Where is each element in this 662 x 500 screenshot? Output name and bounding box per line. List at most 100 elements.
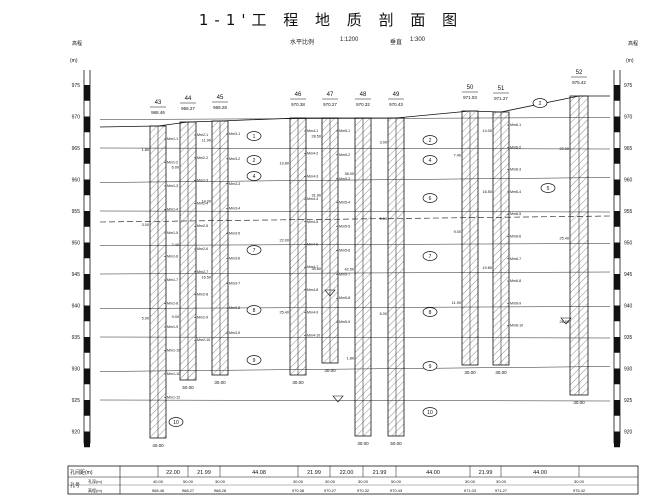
footer-distance-value: 44.00 — [533, 470, 547, 476]
footer-table-border — [67, 465, 639, 495]
ruler-segment — [614, 368, 620, 385]
elevation-tick-label: 965 — [72, 146, 81, 152]
ruler-segment — [614, 400, 620, 416]
borehole-50: 30.00 — [461, 110, 479, 375]
depth-mark-label: 6.00 — [380, 312, 387, 316]
sample-label: Mm1-7 — [167, 278, 178, 282]
ruler-segment — [84, 431, 90, 448]
ruler-segment — [614, 148, 620, 164]
footer-distance-label: 孔间距(m) — [70, 469, 93, 476]
borehole-id-label: 50 — [467, 85, 474, 91]
sample-label: Mm3-9 — [229, 331, 240, 335]
layer-marker-ellipse — [422, 407, 438, 417]
footer-depth-value: 30.00 — [358, 479, 369, 484]
ruler-segment — [84, 337, 90, 353]
borehole-bottom-label: 30.00 — [324, 368, 336, 373]
footer-distance-value: 21.99 — [307, 470, 321, 476]
vertical-scale-value: 1:300 — [410, 37, 426, 43]
sample-label: Mm4-7 — [307, 265, 318, 269]
depth-mark-label: 3.00 — [380, 140, 387, 144]
sample-label: Mm2-6 — [197, 247, 208, 251]
footer-depth-value: 50.00 — [391, 479, 402, 484]
borehole-id-label: 45 — [217, 95, 224, 101]
elevation-tick-label: 935 — [624, 335, 633, 341]
borehole-bottom-label: 30.00 — [495, 370, 507, 375]
sample-label: Mm3-1 — [229, 132, 240, 136]
sample-label: Mm2-10 — [197, 338, 210, 342]
layer-marker-ellipse — [246, 131, 262, 141]
borehole-id-label: 46 — [295, 92, 302, 98]
footer-depth-label: 孔深(m) — [88, 478, 103, 484]
sample-label: Mm2-4 — [197, 201, 208, 205]
layer-marker-ellipse — [422, 251, 438, 261]
footer-elev-value: 970.38 — [292, 488, 305, 493]
sample-label: Mm2-2 — [197, 156, 208, 160]
layer-marker-ellipse — [246, 355, 262, 365]
layer-marker-label: 10 — [173, 420, 179, 426]
borehole-48: 30.00 — [354, 117, 372, 446]
elevation-tick-label: 940 — [72, 304, 81, 310]
borehole-id-label: 47 — [327, 92, 334, 98]
footer-elev-value: 968.46 — [152, 488, 165, 493]
sample-label: Mm1-6 — [167, 255, 178, 259]
elevation-tick-label: 935 — [72, 335, 81, 341]
footer-depth-value: 30.00 — [496, 479, 507, 484]
sample-label: Mm1-4 — [167, 208, 178, 212]
borehole-bottom-label: 30.00 — [292, 380, 304, 385]
elevation-tick-label: 960 — [72, 178, 81, 184]
layer-marker-label: 8 — [253, 308, 256, 314]
layer-marker-label: 5 — [547, 186, 550, 192]
elevation-tick-label: 945 — [72, 272, 81, 278]
elevation-tick-label: 950 — [72, 241, 81, 247]
borehole-bottom-label: 30.00 — [357, 441, 369, 446]
ruler-segment — [614, 85, 620, 101]
sample-label: Mm5-1 — [339, 129, 350, 133]
depth-mark-label: 34.80 — [311, 267, 321, 271]
footer-elev-value: 975.42 — [573, 488, 586, 493]
depth-mark-label: 11.90 — [202, 138, 211, 142]
sample-label: Mm6-4 — [510, 190, 521, 194]
borehole-51: 30.00Mm6-1Mm6-2Mm6-3Mm6-4Mm6-5Mm6-6Mm6-7… — [492, 111, 523, 375]
ruler-segment — [614, 242, 620, 259]
layer-marker-ellipse — [246, 171, 262, 181]
depth-mark-label: 9.00 — [454, 230, 461, 234]
sample-label: Mm6-10 — [510, 324, 523, 328]
sample-label: Mm3-2 — [229, 157, 240, 161]
footer-distance-value: 21.99 — [479, 470, 493, 476]
sample-label: Mm6-9 — [510, 301, 521, 305]
layer-marker-label: 4 — [253, 174, 256, 180]
sample-label: Mm5-6 — [339, 248, 350, 252]
elevation-tick-label: 925 — [72, 398, 81, 404]
sample-label: Mm6-3 — [510, 168, 521, 172]
ruler-segment — [614, 211, 620, 227]
sample-label: Mm5-7 — [339, 272, 350, 276]
water-level-marker — [332, 395, 344, 403]
sample-label: Mm6-2 — [510, 145, 521, 149]
depth-mark-label: 6.00 — [172, 165, 179, 169]
sample-label: Mm3-6 — [229, 256, 240, 260]
layer-marker-ellipse — [540, 183, 556, 193]
horizontal-scale-value: 1:1200 — [340, 37, 359, 43]
depth-mark-label: 5.00 — [142, 316, 149, 320]
sample-label: Mm6-7 — [510, 257, 521, 261]
ruler-segment — [84, 305, 90, 322]
depth-mark-label: 16.50 — [482, 190, 492, 194]
elevation-tick-label: 970 — [72, 115, 81, 121]
footer-depth-value: 30.00 — [574, 479, 585, 484]
sample-label: Mm3-5 — [229, 232, 240, 236]
depth-mark-label: 7.40 — [172, 243, 179, 247]
depth-mark-label: 28.50 — [311, 135, 321, 139]
layer-marker-ellipse — [422, 361, 438, 371]
borehole-top-elevation: 968.27 — [181, 106, 195, 111]
depth-mark-label: 9.00 — [172, 315, 179, 319]
elevation-tick-label: 955 — [72, 209, 81, 215]
depth-mark-label: 25.40 — [279, 310, 289, 314]
footer-distance-value: 21.99 — [197, 470, 211, 476]
layer-marker-label: 8 — [429, 310, 432, 316]
elevation-tick-label: 945 — [624, 272, 633, 278]
layer-marker-label: 7 — [253, 248, 256, 254]
sample-label: Mm4-3 — [307, 174, 318, 178]
borehole-top-elevation: 971.03 — [463, 95, 477, 100]
elevation-tick-label: 975 — [624, 83, 633, 89]
